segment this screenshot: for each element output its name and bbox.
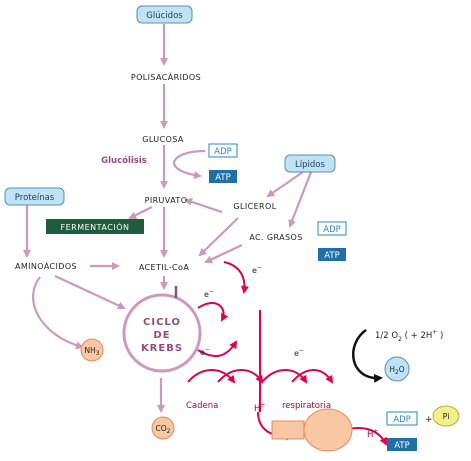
electron-arrow-krebs-1 [197, 302, 229, 322]
krebs-cycle: CICLO DE KREBS [122, 286, 202, 373]
svg-text:ATP: ATP [215, 173, 230, 183]
electron-label-3: e− [200, 346, 210, 357]
arrow-glicerol-piruvato [184, 198, 223, 214]
electron-label-4: e− [294, 347, 304, 358]
fermentacion-box: FERMENTACIÓN [46, 219, 144, 234]
adp-badge-glucolisis: ADP [208, 143, 238, 158]
chain-arc-1 [187, 369, 236, 384]
pill-lipidos-label: Lípidos [295, 160, 325, 170]
oxygen-reduction: 1/2 O2 ( + 2H+ ) [351, 328, 443, 383]
atp-synthase [271, 408, 353, 452]
svg-text:CO2: CO2 [156, 424, 171, 435]
electron-label-2: e− [204, 288, 214, 299]
arrow-lipidos-glicerol [266, 171, 304, 198]
label-glicerol: GLICEROL [233, 202, 276, 211]
pathway-arrows [23, 24, 313, 413]
co2-molecule: CO2 [151, 416, 175, 440]
pill-proteinas-label: Proteínas [15, 193, 55, 203]
pill-proteinas: Proteínas [4, 187, 65, 206]
label-fermentacion: FERMENTACIÓN [61, 221, 130, 232]
pill-glucidos-label: Glúcidos [146, 11, 183, 21]
h-plus-synthase: H+ [367, 428, 378, 440]
label-polisacaridos: POLISACÁRIDOS [131, 71, 201, 82]
label-respiratoria: respiratoria [282, 401, 331, 411]
atp-badge-glucolisis: ATP [209, 170, 237, 183]
nh3-molecule: NH3 [80, 338, 104, 362]
label-glucolisis: Glucólisis [101, 155, 147, 166]
arrow-acgrasos-acetilcoa [204, 244, 243, 264]
chain-arc-4 [291, 369, 334, 384]
energy-arrows [187, 261, 387, 446]
svg-text:Pi: Pi [443, 412, 450, 421]
arrow-aminoacidos-nh3 [31, 276, 84, 350]
label-o2: 1/2 O2 ( + 2H+ ) [375, 329, 443, 343]
h2o-molecule: H2O [384, 356, 410, 382]
label-glucosa: GLUCOSA [142, 135, 184, 144]
svg-text:ADP: ADP [393, 415, 411, 425]
krebs-line1: CICLO [143, 317, 181, 328]
pill-glucidos: Glúcidos [136, 5, 193, 24]
label-ac-grasos: AC. GRASOS [249, 233, 302, 242]
atp-badge-synthase: ATP [387, 438, 417, 451]
arrow-lipidos-acgrasos [288, 171, 313, 228]
h-plus-chain: H+ [254, 402, 265, 414]
arrow-glicerol-acetilcoa [198, 217, 239, 257]
label-piruvato: PIRUVATO [145, 196, 188, 205]
chain-arc-2 [217, 369, 264, 384]
label-aminoacidos: AMINOÁCIDOS [15, 260, 77, 271]
svg-text:ATP: ATP [324, 251, 339, 261]
label-acetil-coa: ACETIL-CoA [139, 263, 190, 272]
svg-text:ATP: ATP [394, 441, 409, 451]
electron-arrow-acetilcoa [223, 261, 249, 294]
adp-badge-grasos: ADP [317, 221, 347, 236]
plus-sign: + [425, 415, 433, 425]
pill-lipidos: Lípidos [284, 154, 336, 173]
arrow-piruvato-fermentacion [128, 206, 153, 219]
atp-badge-grasos: ATP [318, 248, 346, 261]
krebs-line3: KREBS [141, 343, 183, 354]
glucolisis-curve [173, 149, 206, 180]
adp-badge-synthase: ADP [386, 411, 418, 426]
arrow-aminoacidos-krebs [54, 275, 126, 310]
electron-arrow-krebs-2 [197, 340, 238, 358]
pi-molecule: Pi [432, 405, 460, 427]
label-cadena: Cadena [186, 401, 218, 411]
svg-text:ADP: ADP [323, 225, 341, 235]
chain-arc-3 [261, 369, 308, 384]
svg-text:NH3: NH3 [84, 346, 99, 357]
krebs-line2: DE [153, 330, 170, 341]
svg-text:ADP: ADP [214, 147, 232, 157]
svg-text:H2O: H2O [389, 365, 404, 376]
electron-label-1: e− [252, 264, 262, 275]
